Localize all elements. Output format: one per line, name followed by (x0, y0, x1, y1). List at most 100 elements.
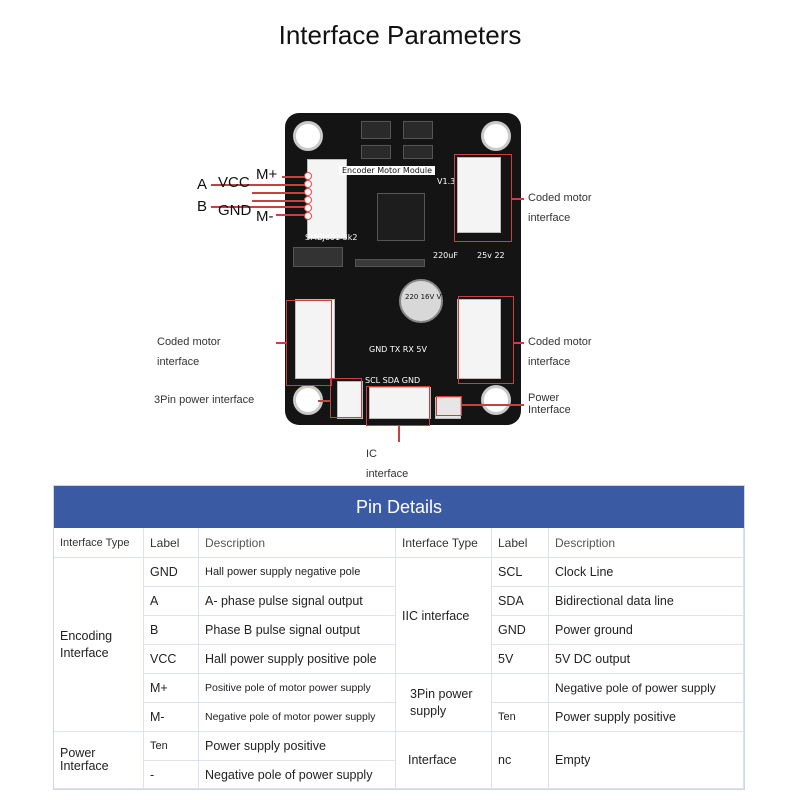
right-label: SCL (492, 558, 549, 587)
regulator-chip (293, 247, 343, 267)
callout-line-ic (398, 426, 400, 442)
highlight-coded-motor-left (286, 300, 332, 386)
right-label: Ten (492, 703, 549, 732)
driver-chip-4 (403, 145, 433, 159)
right-description: Power ground (549, 616, 744, 645)
mount-hole-top-right (481, 121, 511, 151)
mount-hole-bottom-left (293, 385, 323, 415)
pin-circle (304, 180, 312, 188)
wire-label-vcc: VCC (218, 174, 250, 191)
electrolytic-capacitor (399, 279, 443, 323)
right-label: nc (492, 732, 549, 789)
left-description: Hall power supply negative pole (199, 558, 396, 587)
left-description: Hall power supply positive pole (199, 645, 396, 674)
right-label (492, 674, 549, 703)
version-label: V1.3 (437, 177, 456, 186)
wire-label-a: A (197, 176, 208, 193)
driver-chip-3 (361, 145, 391, 159)
col-header-interface-type-right: Interface Type (396, 528, 492, 558)
highlight-coded-motor-top-right (454, 154, 512, 242)
right-description: Empty (549, 732, 744, 789)
right-description: Clock Line (549, 558, 744, 587)
left-description: Phase B pulse signal output (199, 616, 396, 645)
right-description: 5V DC output (549, 645, 744, 674)
left-description: Power supply positive (199, 732, 396, 761)
wire-label-b: B (197, 198, 208, 215)
capacitor-label: 220 16V VT (405, 293, 446, 301)
wire-b (211, 206, 307, 208)
left-description: Positive pole of motor power supply (199, 674, 396, 703)
callout-line-top-right (512, 198, 524, 200)
highlight-ic (366, 386, 430, 426)
group-interface: Interface (396, 732, 492, 789)
right-description: Bidirectional data line (549, 587, 744, 616)
capacitor-bank (355, 259, 425, 267)
left-label: A (144, 587, 199, 616)
encoder-connector-bottom-right (457, 299, 501, 379)
wire-a (211, 184, 307, 186)
left-label: M+ (144, 674, 199, 703)
wire-mminus (276, 214, 307, 216)
i2c-connector (369, 387, 431, 419)
wire-vcc (252, 192, 307, 194)
cap-top2-label: 25v 22 (477, 251, 505, 260)
uart-pin-labels: GND TX RX 5V (369, 345, 427, 354)
left-label: B (144, 616, 199, 645)
mount-hole-top-left (293, 121, 323, 151)
i2c-pin-labels: SCL SDA GND (365, 376, 421, 385)
encoder-motor-board: Encoder Motor Module V1.3 SMBJ601 3k2 22… (285, 113, 521, 425)
callout-line-three-pin (318, 400, 330, 402)
mount-hole-bottom-right (481, 385, 511, 415)
driver-chip-2 (403, 121, 433, 139)
right-description: Power supply positive (549, 703, 744, 732)
three-pin-power-connector (337, 381, 363, 419)
wire-gnd (252, 200, 307, 202)
side-label: SMBJ601 3k2 (305, 233, 358, 242)
callout-line-right (514, 342, 524, 344)
wire-label-mplus: M+ (256, 166, 278, 183)
callout-line-power (462, 404, 524, 406)
right-label: 5V (492, 645, 549, 674)
callout-three-pin: 3Pin power interface (154, 394, 255, 406)
encoder-connector-top-right (457, 157, 501, 233)
col-header-description-left: Description (199, 528, 396, 558)
right-label: SDA (492, 587, 549, 616)
highlight-coded-motor-right (458, 296, 514, 384)
pin-circle (304, 188, 312, 196)
table-heading: Pin Details (54, 486, 744, 528)
driver-chip-1 (361, 121, 391, 139)
pin-circle (304, 172, 312, 180)
group-iic-interface: IIC interface (396, 558, 492, 674)
cap-top-label: 220uF (433, 251, 458, 260)
pin-circle (304, 212, 312, 220)
mcu-chip (377, 193, 425, 241)
page-title: Interface Parameters (278, 20, 522, 50)
wire-label-gnd: GND (218, 202, 252, 219)
wire-mplus (282, 176, 307, 178)
pin-circle (304, 204, 312, 212)
wire-label-mminus: M- (256, 208, 274, 225)
pin-circle (304, 196, 312, 204)
col-header-label-left: Label (144, 528, 199, 558)
pin-details-table: Pin Details Interface Type Label Descrip… (53, 485, 745, 790)
left-description: Negative pole of motor power supply (199, 703, 396, 732)
right-description: Negative pole of power supply (549, 674, 744, 703)
highlight-power (436, 396, 462, 416)
module-name-label: Encoder Motor Module (339, 166, 435, 175)
left-label: M- (144, 703, 199, 732)
left-label: VCC (144, 645, 199, 674)
left-description: A- phase pulse signal output (199, 587, 396, 616)
callout-line-left (276, 342, 286, 344)
highlight-three-pin (330, 378, 362, 418)
col-header-interface-type-left: Interface Type (54, 528, 144, 558)
left-description: Negative pole of power supply (199, 761, 396, 789)
left-label: GND (144, 558, 199, 587)
power-connector (435, 397, 461, 419)
